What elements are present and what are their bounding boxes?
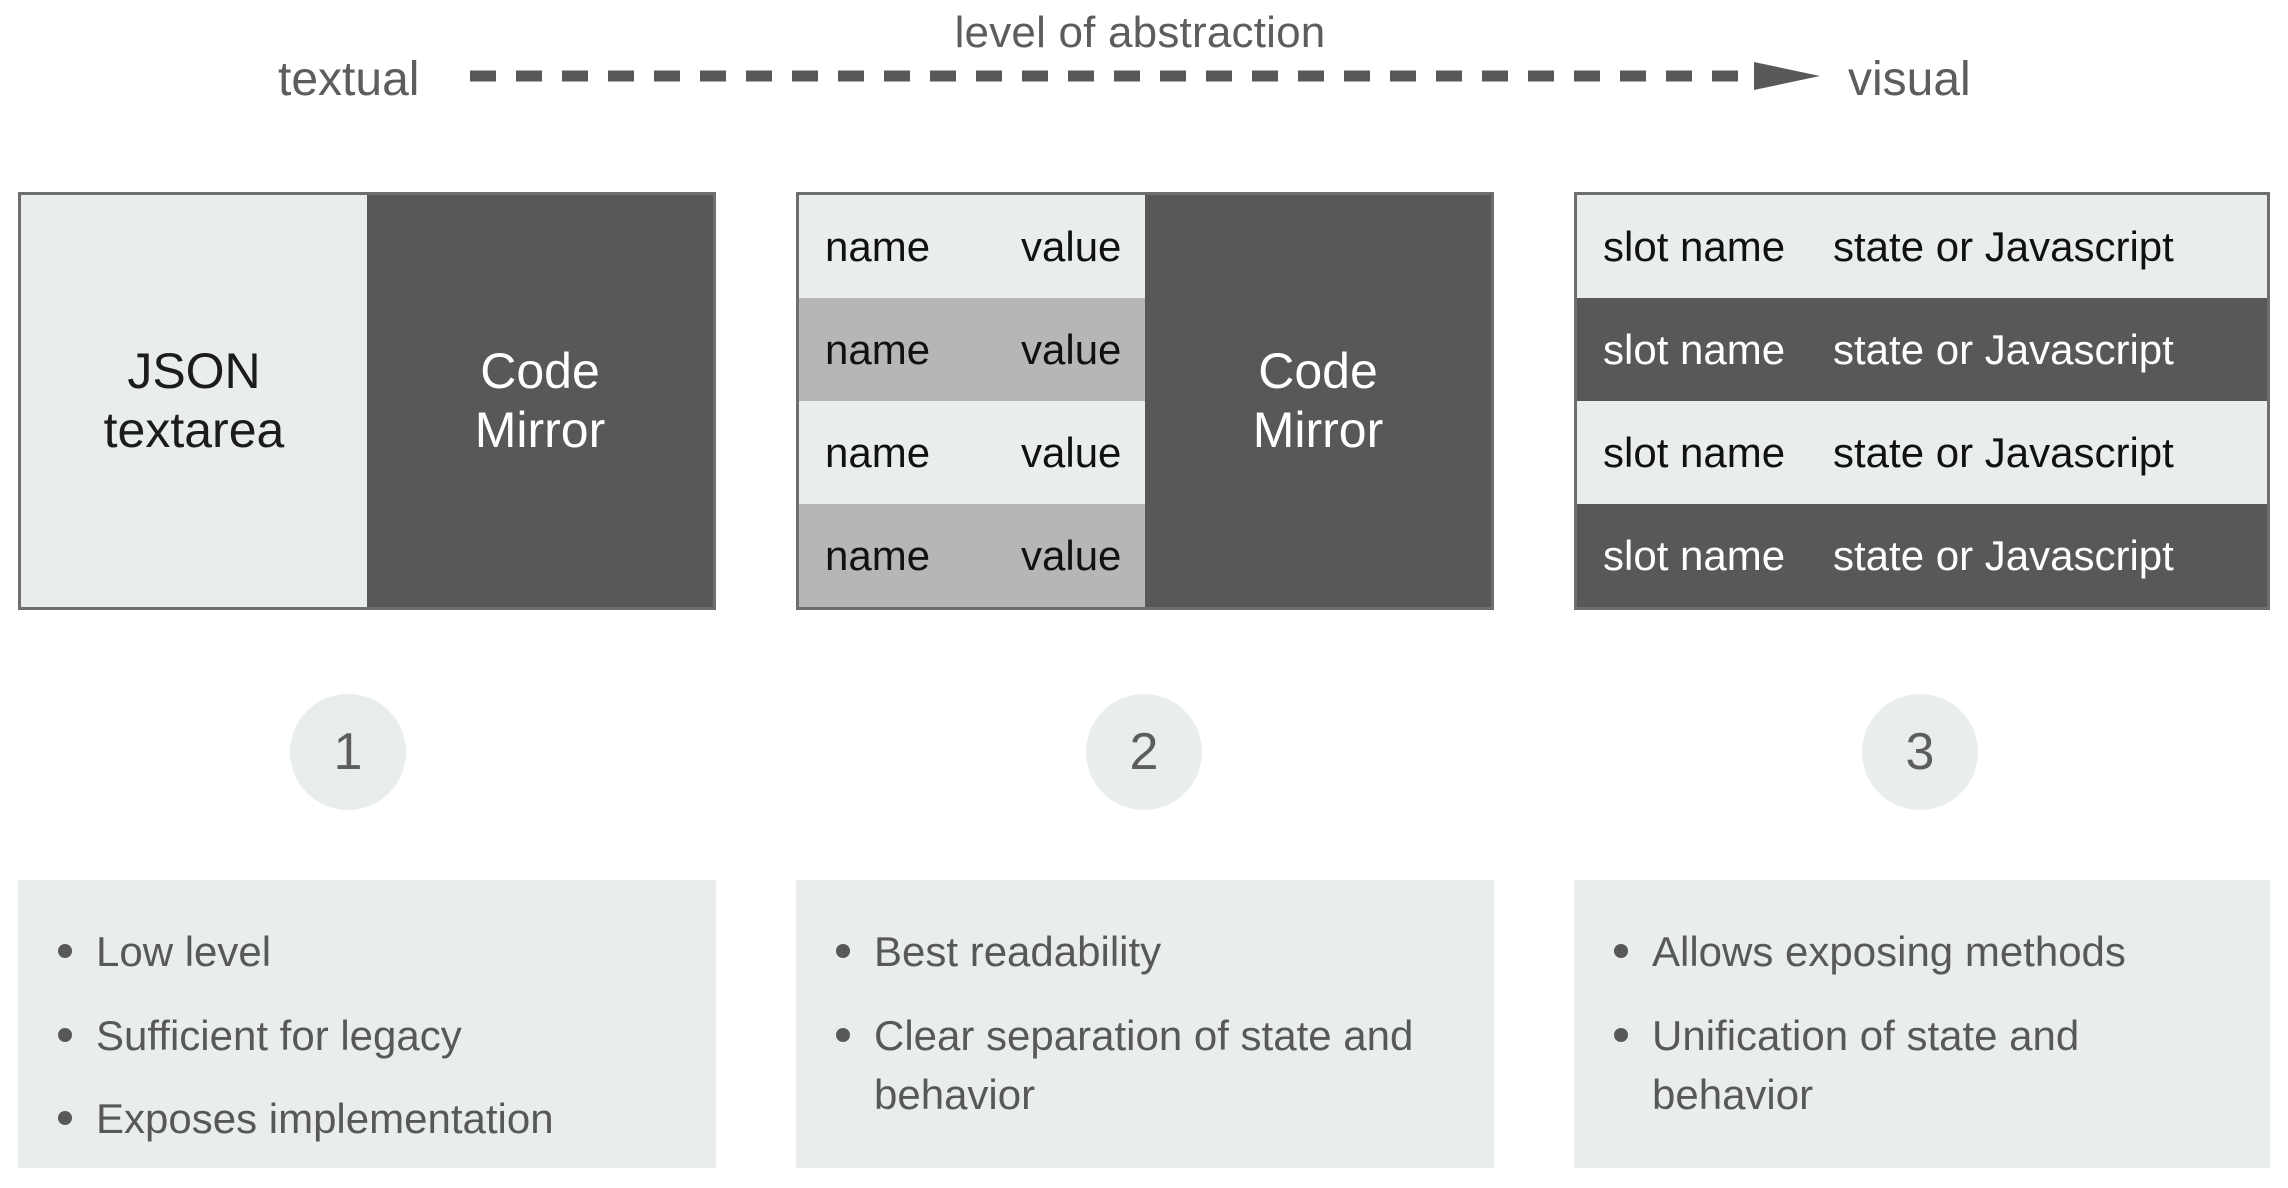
list-item-label: Unification of state and behavior <box>1652 1011 2080 1119</box>
table-row[interactable]: name value <box>799 401 1145 504</box>
pros-card-1: Low level Sufficient for legacy Exposes … <box>18 880 716 1168</box>
bullet-list-2: Best readability Clear separation of sta… <box>832 922 1464 1125</box>
kv-value: value <box>1021 222 1122 270</box>
list-item-label: Clear separation of state and behavior <box>874 1011 1414 1119</box>
list-item: Sufficient for legacy <box>54 1006 686 1066</box>
kv-name: name <box>825 531 931 579</box>
panel-row: JSON textarea Code Mirror name value nam… <box>0 192 2288 612</box>
table-row[interactable]: slot name state or Javascript <box>1577 298 2267 401</box>
slot-name: slot name <box>1603 325 1786 373</box>
pros-card-3: Allows exposing methods Unification of s… <box>1574 880 2270 1168</box>
list-item: Low level <box>54 922 686 982</box>
kv-value: value <box>1021 428 1122 476</box>
kv-name: name <box>825 325 931 373</box>
bullet-dot-icon <box>58 944 72 958</box>
slot-state: state or Javascript <box>1833 325 2174 373</box>
slot-name: slot name <box>1603 428 1786 476</box>
list-item: Unification of state and behavior <box>1610 1006 2240 1125</box>
axis-caption: level of abstraction <box>954 8 1326 57</box>
panel-2-right-line1: Code <box>1258 343 1378 399</box>
panel-1-left-line2: textarea <box>103 402 285 458</box>
bullet-dot-icon <box>836 944 850 958</box>
dashed-arrow-right-icon <box>470 62 1820 90</box>
panel-2-right-code-mirror[interactable]: Code Mirror <box>1145 195 1491 607</box>
list-item: Allows exposing methods <box>1610 922 2240 982</box>
bullet-list-1: Low level Sufficient for legacy Exposes … <box>54 922 686 1149</box>
step-badge-3: 3 <box>1862 694 1978 810</box>
table-row[interactable]: slot name state or Javascript <box>1577 195 2267 298</box>
list-item-label: Best readability <box>874 928 1162 975</box>
list-item-label: Sufficient for legacy <box>96 1011 462 1059</box>
slot-name: slot name <box>1603 222 1786 270</box>
kv-value: value <box>1021 325 1122 373</box>
step-badge-1: 1 <box>290 694 406 810</box>
kv-name: name <box>825 222 931 270</box>
panel-1-left-json-textarea[interactable]: JSON textarea <box>21 195 367 607</box>
panel-3-slot-list: slot name state or Javascript slot name … <box>1577 195 2267 607</box>
bullet-dot-icon <box>58 1027 72 1042</box>
list-item-label: Exposes implementation <box>96 1095 554 1143</box>
axis-label-textual: textual <box>278 53 420 106</box>
badge-row: 1 2 3 <box>0 694 2288 814</box>
kv-value: value <box>1021 531 1122 579</box>
slot-state: state or Javascript <box>1833 222 2174 270</box>
bullet-dot-icon <box>58 1111 72 1126</box>
bullet-list-3: Allows exposing methods Unification of s… <box>1610 922 2240 1125</box>
pros-card-2: Best readability Clear separation of sta… <box>796 880 1494 1168</box>
step-badge-2: 2 <box>1086 694 1202 810</box>
panel-json-textarea-codemirror[interactable]: JSON textarea Code Mirror <box>18 192 716 610</box>
table-row[interactable]: name value <box>799 298 1145 401</box>
slot-name: slot name <box>1603 531 1786 579</box>
panel-name-value-codemirror[interactable]: name value name value name value name va… <box>796 192 1494 610</box>
bullet-dot-icon <box>836 1027 850 1042</box>
table-row[interactable]: slot name state or Javascript <box>1577 504 2267 607</box>
table-row[interactable]: name value <box>799 195 1145 298</box>
bullet-dot-icon <box>1614 944 1628 958</box>
panel-1-right-line1: Code <box>480 343 600 399</box>
kv-name: name <box>825 428 931 476</box>
abstraction-axis-header: level of abstraction textual visual <box>0 0 2288 160</box>
list-item: Best readability <box>832 922 1464 982</box>
panel-2-key-value-list: name value name value name value name va… <box>799 195 1145 607</box>
table-row[interactable]: slot name state or Javascript <box>1577 401 2267 504</box>
list-item-label: Low level <box>96 928 272 975</box>
slot-state: state or Javascript <box>1833 531 2174 579</box>
card-row: Low level Sufficient for legacy Exposes … <box>0 880 2288 1176</box>
table-row[interactable]: name value <box>799 504 1145 607</box>
panel-1-right-code-mirror[interactable]: Code Mirror <box>367 195 713 607</box>
panel-slot-state-javascript[interactable]: slot name state or Javascript slot name … <box>1574 192 2270 610</box>
list-item: Exposes implementation <box>54 1089 686 1149</box>
axis-label-visual: visual <box>1848 53 1971 106</box>
panel-1-right-line2: Mirror <box>474 402 606 458</box>
bullet-dot-icon <box>1614 1027 1628 1042</box>
panel-2-right-line2: Mirror <box>1252 402 1384 458</box>
panel-1-left-line1: JSON <box>127 343 261 399</box>
slot-state: state or Javascript <box>1833 428 2174 476</box>
list-item: Clear separation of state and behavior <box>832 1006 1464 1125</box>
list-item-label: Allows exposing methods <box>1652 928 2126 975</box>
